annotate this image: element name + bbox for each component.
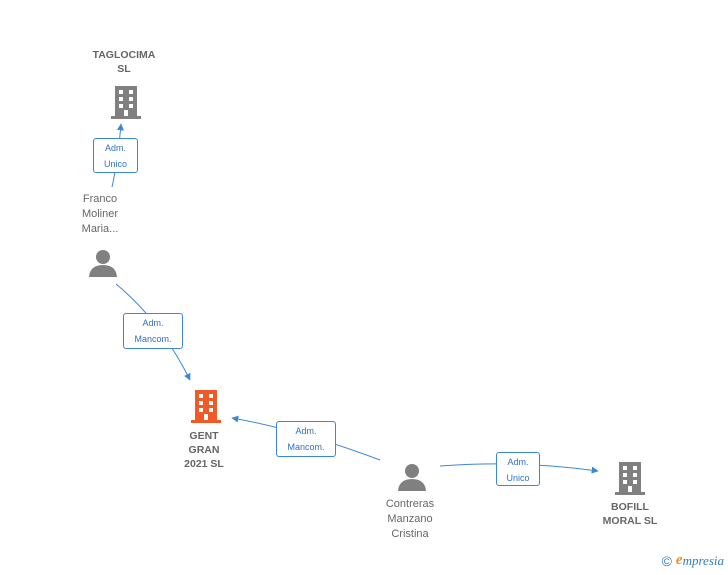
node-label-contreras[interactable]: Contreras Manzano Cristina xyxy=(385,498,435,540)
edge-label-adm-unico[interactable]: Adm. Unico xyxy=(496,452,540,486)
node-label-taglocima[interactable]: TAGLOCIMA SL xyxy=(92,49,156,75)
node-label-franco[interactable]: Franco Moliner Maria... xyxy=(81,193,119,235)
copyright-icon: © xyxy=(661,552,672,569)
brand-name: mpresia xyxy=(682,552,724,568)
edge-label-adm-mancom[interactable]: Adm. Mancom. xyxy=(276,421,336,457)
edge-label-adm-unico[interactable]: Adm. Unico xyxy=(93,138,138,173)
building-icon[interactable] xyxy=(110,84,142,120)
brand-initial: e xyxy=(675,552,683,568)
node-label-bofill[interactable]: BOFILL MORAL SL xyxy=(602,501,658,527)
edge-label-adm-mancom[interactable]: Adm. Mancom. xyxy=(123,313,183,349)
node-label-gent-gran[interactable]: GENT GRAN 2021 SL xyxy=(184,430,224,470)
person-icon[interactable] xyxy=(397,462,427,492)
empresia-logo[interactable]: © e mpresia xyxy=(662,552,724,569)
person-icon[interactable] xyxy=(88,248,118,278)
building-icon[interactable] xyxy=(614,460,646,496)
building-icon[interactable] xyxy=(190,388,222,424)
